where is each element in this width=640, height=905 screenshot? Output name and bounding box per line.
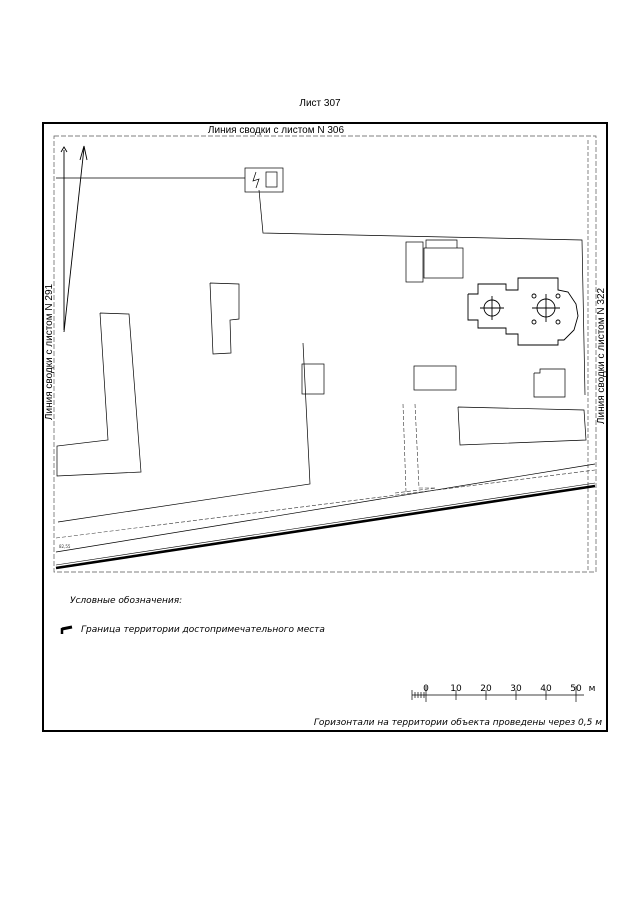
territory-boundary	[55, 484, 596, 570]
join-label-top: Линия сводки с листом N 306	[208, 125, 345, 136]
scale-tick: 50	[570, 684, 582, 694]
sheet-title: Лист 307	[299, 98, 341, 109]
map-frame	[42, 122, 608, 732]
scale-unit: м	[589, 684, 596, 694]
join-label-left: Линия сводки с листом N 291	[44, 283, 55, 420]
boundary-legend-icon	[60, 625, 73, 634]
legend-title: Условные обозначения:	[70, 596, 182, 606]
north-arrow-icon	[60, 145, 88, 333]
scale-tick: 20	[480, 684, 492, 694]
scale-tick: 10	[450, 684, 462, 694]
scale-ticks: 0 10 20 30 40 50 м	[423, 684, 595, 694]
substation-symbol	[244, 167, 284, 193]
territory-boundary-inner	[55, 482, 596, 566]
scale-tick: 40	[540, 684, 552, 694]
dashed-paths	[55, 140, 596, 572]
map-border-dashed	[53, 135, 597, 573]
church-building	[467, 277, 579, 346]
elevation-mark: 82,55	[59, 544, 71, 549]
buildings	[209, 239, 566, 398]
scale-tick: 30	[510, 684, 522, 694]
scale-bar	[411, 686, 584, 702]
scale-tick: 0	[423, 684, 429, 694]
contour-note: Горизонтали на территории объекта провед…	[314, 718, 602, 728]
join-label-right: Линия сводки с листом N 322	[596, 287, 607, 424]
plot-lines	[55, 177, 596, 553]
legend-item-boundary: Граница территории достопримечательного …	[81, 625, 325, 635]
